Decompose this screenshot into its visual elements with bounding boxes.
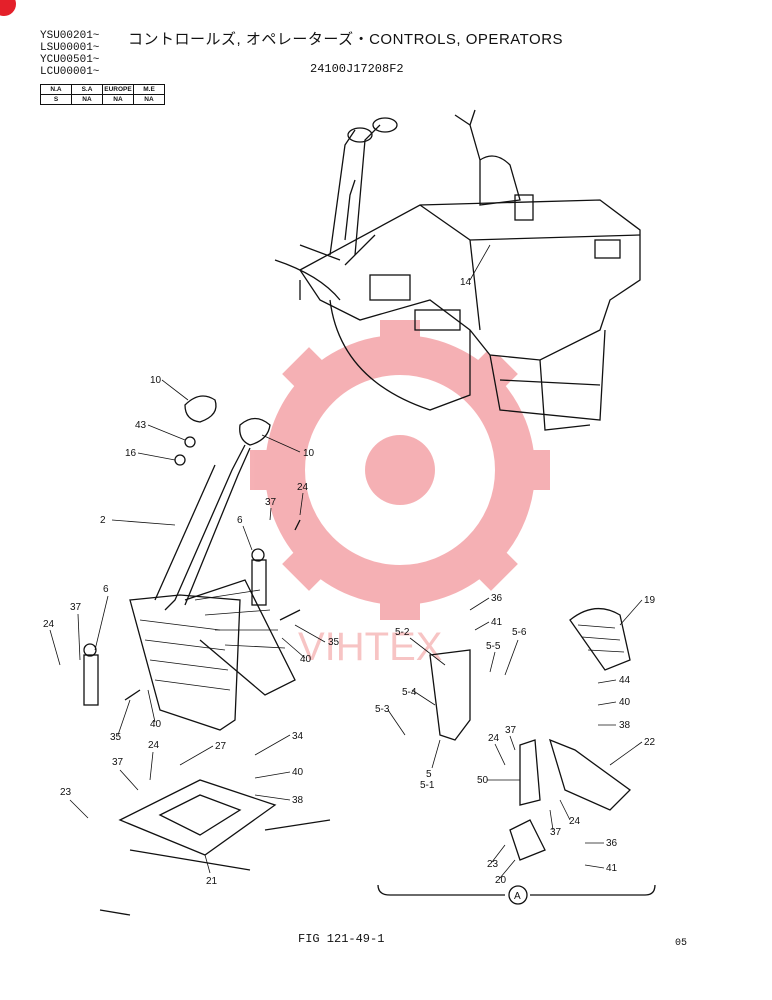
detail-a-assembly bbox=[377, 608, 656, 905]
callout-label: 38 bbox=[292, 795, 304, 806]
callout-label: 35 bbox=[328, 637, 340, 648]
serial-number: YCU00501~ bbox=[40, 54, 100, 66]
callout-label: 37 bbox=[550, 827, 562, 838]
serial-number: LCU00001~ bbox=[40, 66, 100, 78]
callout-label: 38 bbox=[619, 720, 631, 731]
callout-label: 6 bbox=[103, 584, 109, 595]
page-title: コントロールズ, オペレーターズ・CONTROLS, OPERATORS bbox=[128, 31, 564, 48]
callout-label: 5-5 bbox=[486, 641, 501, 652]
callout-label: 41 bbox=[606, 863, 618, 874]
callout-label: 24 bbox=[569, 816, 581, 827]
callout-label: 36 bbox=[606, 838, 618, 849]
callout-label: 21 bbox=[206, 876, 218, 887]
callout-label: 20 bbox=[495, 875, 507, 886]
callout-label: 37 bbox=[265, 497, 277, 508]
callout-label: 10 bbox=[303, 448, 315, 459]
region-table: N.A S.A EUROPE M.E S NA NA NA bbox=[40, 84, 165, 105]
leader-lines bbox=[49, 244, 643, 879]
page-number: 05 bbox=[675, 938, 688, 949]
callout-label: 40 bbox=[292, 767, 304, 778]
callout-label: 37 bbox=[505, 725, 517, 736]
callout-label: 40 bbox=[300, 654, 312, 665]
callout-label: 19 bbox=[644, 595, 656, 606]
detail-marker: A bbox=[514, 891, 521, 902]
callout-label: 24 bbox=[43, 619, 55, 630]
callout-label: 24 bbox=[297, 482, 309, 493]
figure-label: FIG 121-49-1 bbox=[298, 932, 385, 946]
callout-label: 14 bbox=[460, 277, 472, 288]
corner-badge bbox=[0, 0, 16, 16]
callout-label: 35 bbox=[110, 732, 122, 743]
callout-label: 40 bbox=[619, 697, 631, 708]
watermark-gear-icon bbox=[250, 320, 550, 620]
callout-label: 40 bbox=[150, 719, 162, 730]
figure-code: 24100J17208F2 bbox=[310, 62, 404, 76]
floor-plate bbox=[99, 779, 331, 916]
callout-label: 37 bbox=[70, 602, 82, 613]
callout-label: 16 bbox=[125, 448, 137, 459]
callout-label: 41 bbox=[491, 617, 503, 628]
callout-label: 43 bbox=[135, 420, 147, 431]
callout-labels: 10 43 16 10 2 37 24 6 37 6 24 35 40 35 4… bbox=[43, 277, 656, 887]
serial-number: YSU00201~ bbox=[40, 30, 100, 42]
serial-number-list: YSU00201~ LSU00001~ YCU00501~ LCU00001~ bbox=[40, 30, 99, 78]
serial-number: LSU00001~ bbox=[40, 42, 100, 54]
callout-label: 10 bbox=[150, 375, 162, 386]
callout-label: 34 bbox=[292, 731, 304, 742]
callout-label: 5-4 bbox=[402, 687, 417, 698]
callout-label: 5-6 bbox=[512, 627, 527, 638]
callout-label: 5-3 bbox=[375, 704, 390, 715]
callout-label: 37 bbox=[112, 757, 124, 768]
callout-label: 24 bbox=[148, 740, 160, 751]
callout-label: 22 bbox=[644, 737, 656, 748]
callout-label: 2 bbox=[100, 515, 106, 526]
region-value: NA bbox=[133, 94, 165, 105]
callout-label: 23 bbox=[60, 787, 72, 798]
callout-label: 50 bbox=[477, 775, 489, 786]
callout-label: 36 bbox=[491, 593, 503, 604]
lever-and-pedal-assembly bbox=[83, 395, 301, 731]
callout-label: 6 bbox=[237, 515, 243, 526]
callout-label: 24 bbox=[488, 733, 500, 744]
callout-label: 5 bbox=[426, 769, 432, 780]
callout-label: 27 bbox=[215, 741, 227, 752]
callout-label: 5-1 bbox=[420, 780, 435, 791]
callout-label: 5-2 bbox=[395, 627, 410, 638]
callout-label: 23 bbox=[487, 859, 499, 870]
callout-label: 44 bbox=[619, 675, 631, 686]
watermark-text: VIHTEX bbox=[298, 625, 442, 669]
